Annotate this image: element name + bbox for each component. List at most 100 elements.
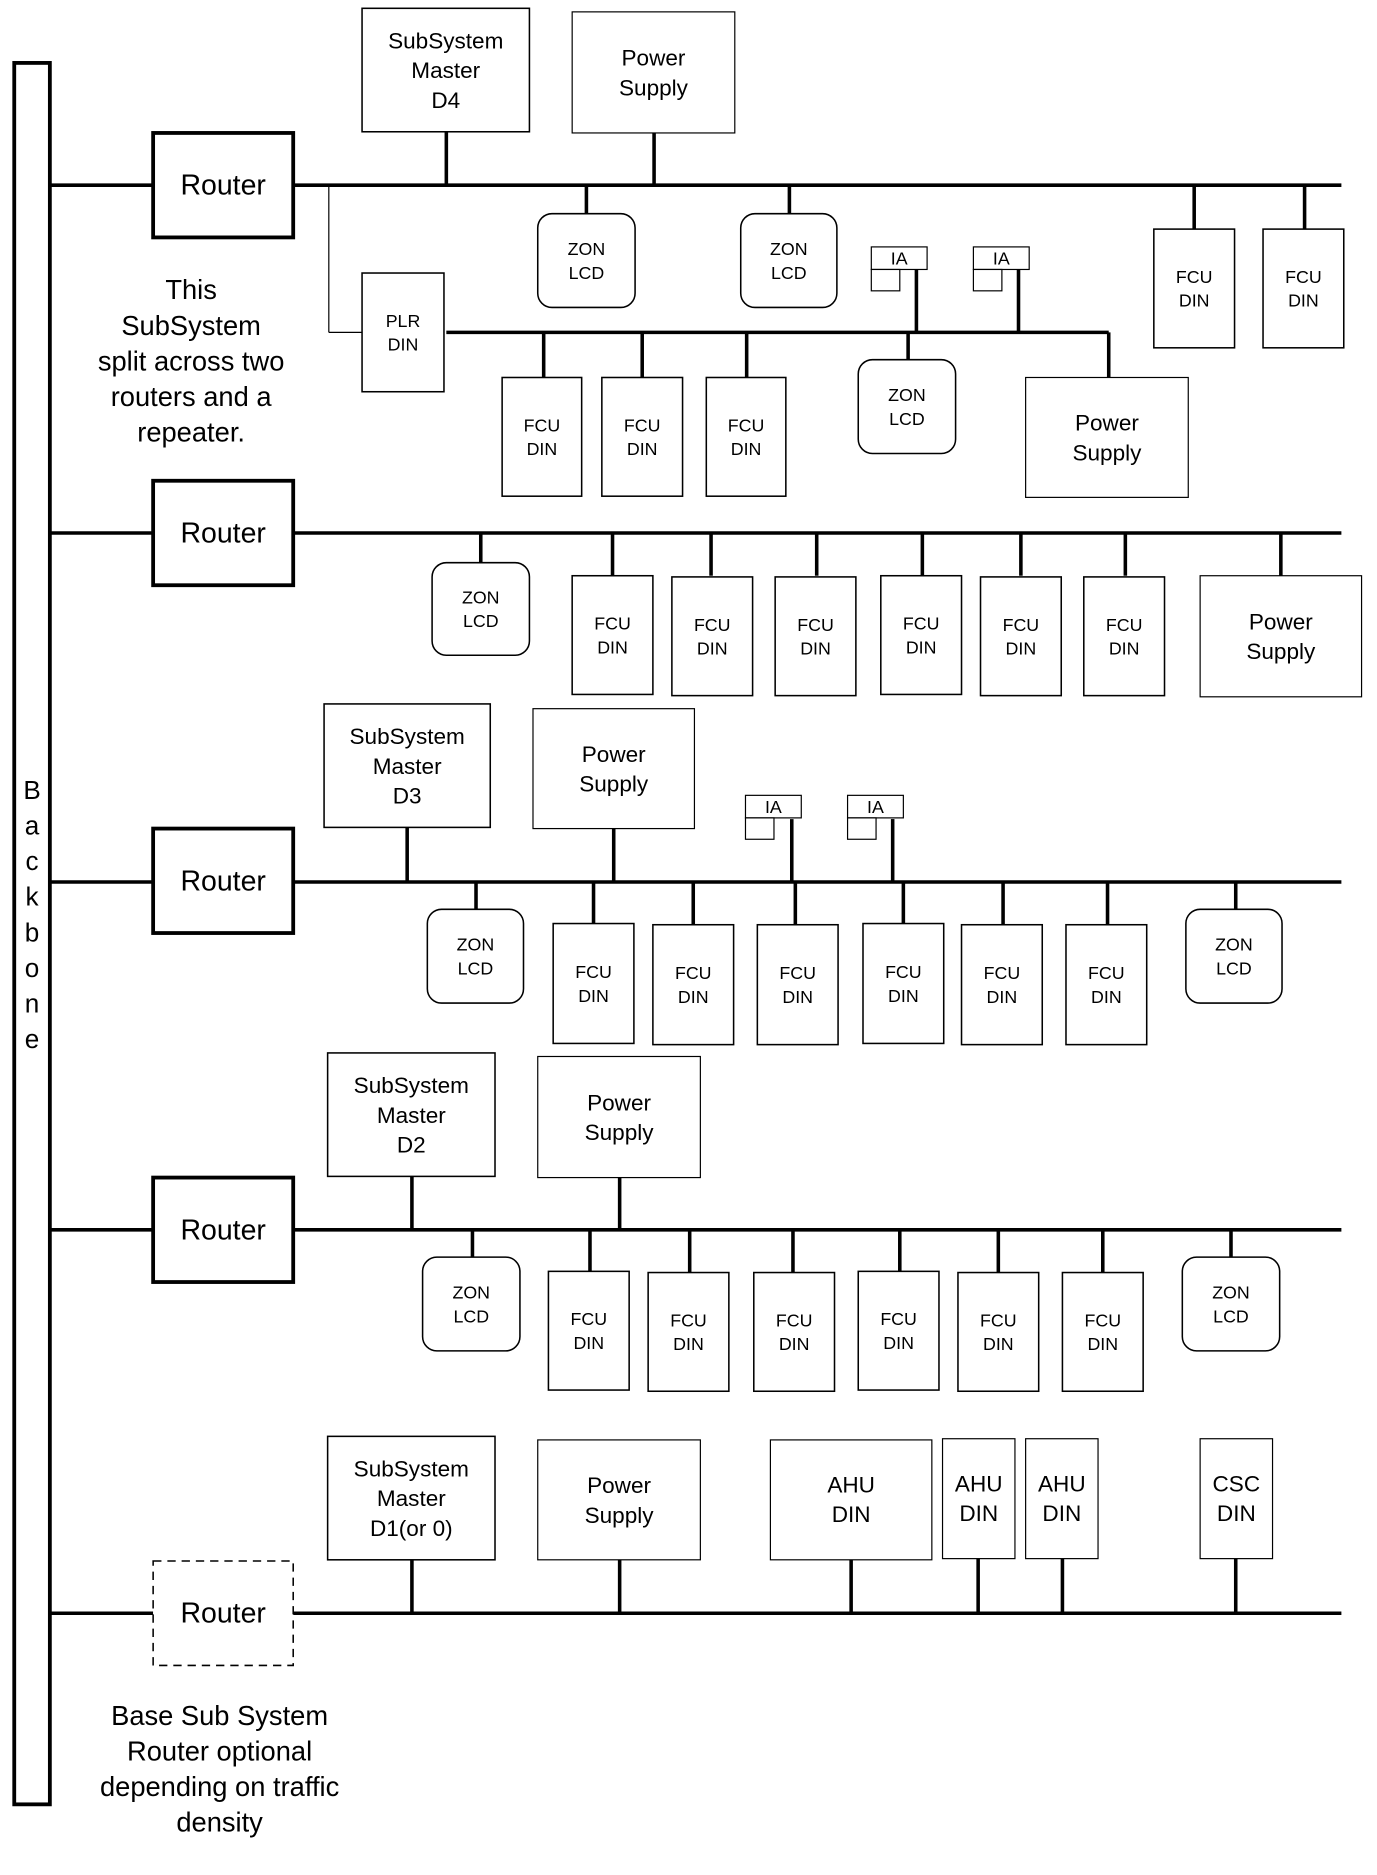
zon-lcd-label: LCD bbox=[771, 263, 807, 283]
fcu-din-label: FCU bbox=[779, 963, 816, 983]
fcu-din-module bbox=[774, 576, 857, 697]
fcu-din-label: FCU bbox=[670, 1310, 707, 1330]
fcu-din-module-border bbox=[857, 1270, 940, 1391]
fcu-din-label: DIN bbox=[1109, 639, 1140, 659]
fcu-din-module bbox=[1061, 1271, 1144, 1393]
fcu-din-label: DIN bbox=[731, 439, 762, 459]
fcu-din-module-border bbox=[501, 376, 583, 497]
zon-lcd-module-border bbox=[431, 561, 531, 657]
router-4 bbox=[151, 1175, 296, 1284]
zon-lcd-label: LCD bbox=[1216, 958, 1252, 978]
fcu-din-module bbox=[671, 576, 754, 697]
power-supply-label: Supply bbox=[1246, 639, 1316, 664]
fcu-din-label: FCU bbox=[624, 415, 661, 435]
fcu-din-module-border bbox=[880, 574, 963, 696]
fcu-din-label: DIN bbox=[906, 637, 937, 657]
fcu-din-label: DIN bbox=[1087, 1334, 1118, 1354]
fcu-din-module-border bbox=[647, 1271, 730, 1393]
fcu-din-label: FCU bbox=[1088, 963, 1125, 983]
zon-lcd-module bbox=[1185, 908, 1283, 1004]
fcu-din-label: FCU bbox=[1285, 267, 1322, 287]
split-note-line: This bbox=[165, 274, 217, 305]
power-supply bbox=[1025, 376, 1189, 498]
fcu-din-module-border bbox=[571, 574, 654, 696]
zon-lcd-label: LCD bbox=[458, 958, 494, 978]
power-supply-label: Supply bbox=[1072, 440, 1142, 465]
ahu-din-module-border bbox=[941, 1438, 1016, 1560]
subsystem-master-label: D1(or 0) bbox=[370, 1516, 453, 1541]
power-supply-border bbox=[1199, 575, 1363, 698]
zon-lcd-module bbox=[431, 561, 531, 657]
split-note-line: repeater. bbox=[137, 417, 245, 448]
subsystem-master-d4-border bbox=[361, 7, 531, 133]
router-label: Router bbox=[180, 170, 265, 202]
zon-lcd-label: ZON bbox=[1212, 1283, 1250, 1303]
ia-module: IA bbox=[846, 794, 904, 840]
backbone-letter: B bbox=[23, 775, 40, 805]
power-supply-label: Supply bbox=[585, 1503, 655, 1528]
fcu-din-module bbox=[547, 1270, 630, 1391]
fcu-din-label: DIN bbox=[883, 1333, 914, 1353]
router-label: Router bbox=[180, 1214, 265, 1246]
ia-label: IA bbox=[891, 249, 908, 269]
fcu-din-module bbox=[857, 1270, 940, 1391]
fcu-din-module bbox=[601, 376, 684, 497]
power-supply-border bbox=[537, 1439, 701, 1561]
fcu-din-module-border bbox=[979, 576, 1063, 697]
zon-lcd-module-border bbox=[1185, 908, 1283, 1004]
zon-lcd-label: ZON bbox=[1215, 935, 1253, 955]
fcu-din-label: FCU bbox=[776, 1310, 813, 1330]
subsystem-master-d4 bbox=[361, 7, 531, 133]
router-2-border bbox=[151, 478, 296, 588]
fcu-din-module-border bbox=[774, 576, 857, 697]
router-1-border bbox=[151, 131, 296, 240]
power-supply bbox=[571, 11, 736, 134]
zon-lcd-module bbox=[426, 908, 525, 1004]
fcu-din-module-border bbox=[1061, 1271, 1144, 1393]
fcu-din-label: DIN bbox=[1091, 987, 1122, 1007]
fcu-din-label: DIN bbox=[678, 987, 709, 1007]
power-supply-label: Supply bbox=[585, 1120, 655, 1145]
backbone-letter: e bbox=[25, 1024, 40, 1054]
fcu-din-module bbox=[552, 922, 635, 1045]
fcu-din-module bbox=[501, 376, 583, 497]
fcu-din-label: FCU bbox=[594, 614, 631, 634]
fcu-din-label: DIN bbox=[987, 987, 1018, 1007]
zon-lcd-label: ZON bbox=[888, 385, 926, 405]
power-supply-border bbox=[532, 708, 696, 830]
zon-lcd-label: ZON bbox=[770, 239, 808, 259]
fcu-din-label: FCU bbox=[675, 963, 712, 983]
router-3-border bbox=[151, 826, 296, 935]
fcu-din-module bbox=[862, 922, 945, 1045]
subsystem-master-label: SubSystem bbox=[354, 1073, 469, 1098]
ia-module-port bbox=[972, 268, 1003, 292]
fcu-din-label: FCU bbox=[1084, 1310, 1121, 1330]
split-note-line: SubSystem bbox=[121, 310, 261, 341]
router-3 bbox=[151, 826, 296, 935]
fcu-din-label: DIN bbox=[673, 1334, 704, 1354]
backbone-letter: k bbox=[26, 882, 40, 912]
fcu-din-label: DIN bbox=[779, 1334, 810, 1354]
ia-module: IA bbox=[744, 794, 802, 840]
diagram-root: BackboneRouterRouterRouterRouterRouterSu… bbox=[12, 7, 1363, 1838]
fcu-din-module bbox=[1065, 923, 1148, 1046]
zon-lcd-label: LCD bbox=[453, 1306, 489, 1326]
fcu-din-label: DIN bbox=[578, 986, 609, 1006]
zon-lcd-module-border bbox=[857, 358, 957, 455]
power-supply bbox=[537, 1439, 701, 1561]
fcu-din-module-border bbox=[957, 1271, 1040, 1393]
backbone-bar bbox=[12, 61, 52, 1807]
ahu-din-module-border bbox=[769, 1439, 933, 1561]
fcu-din-label: FCU bbox=[694, 615, 731, 635]
subsystem-master-label: D2 bbox=[397, 1132, 426, 1157]
subsystem-master-label: SubSystem bbox=[354, 1457, 469, 1482]
subsystem-master-label: D4 bbox=[431, 88, 460, 113]
power-supply bbox=[1199, 575, 1363, 698]
ahu-din-label: DIN bbox=[959, 1501, 998, 1526]
fcu-din-module bbox=[753, 1271, 836, 1393]
base-note-line: Base Sub System bbox=[111, 1700, 328, 1731]
fcu-din-module-border bbox=[547, 1270, 630, 1391]
ia-module: IA bbox=[870, 246, 928, 292]
ahu-din-module-border bbox=[1025, 1438, 1099, 1560]
